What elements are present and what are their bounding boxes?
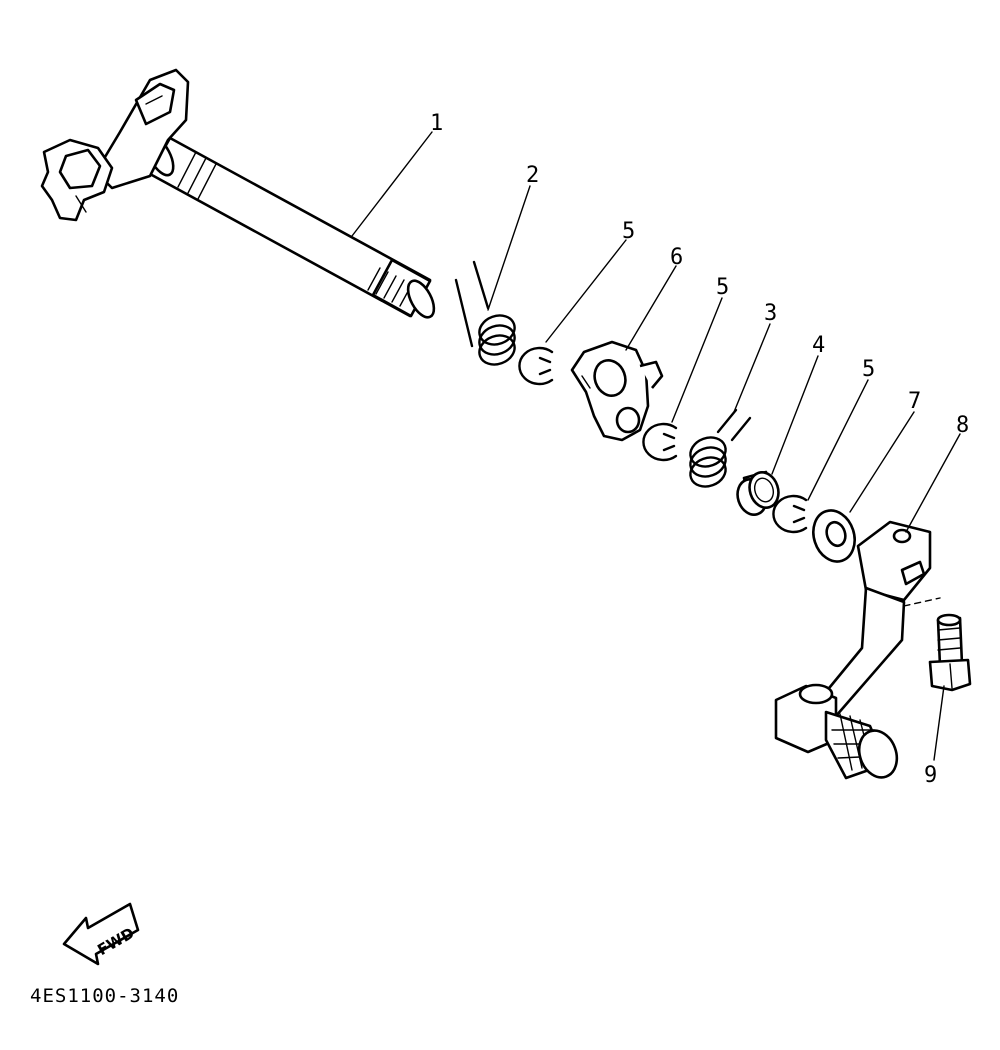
leader-lines <box>351 131 961 761</box>
shift-pedal <box>774 520 941 780</box>
callout-5a: 5 <box>622 219 635 244</box>
washer <box>812 509 856 563</box>
callout-2: 2 <box>526 163 539 188</box>
drawing-code: 4ES1100-3140 <box>30 985 179 1007</box>
forward-arrow-icon: FWD <box>62 902 140 966</box>
circlip-5b <box>642 422 678 462</box>
callout-3: 3 <box>764 301 777 326</box>
stopper-lever <box>570 340 664 442</box>
callout-9: 9 <box>924 763 937 788</box>
callout-8: 8 <box>956 413 969 438</box>
collar <box>736 470 780 516</box>
spring-2 <box>454 260 516 366</box>
spring-3 <box>689 408 752 488</box>
callout-7: 7 <box>908 389 921 414</box>
callout-labels: 1 2 5 6 5 3 4 5 7 8 9 <box>430 111 969 788</box>
callout-6: 6 <box>670 245 683 270</box>
callout-5b: 5 <box>716 275 729 300</box>
callout-5c: 5 <box>862 357 875 382</box>
circlip-5c <box>772 494 808 534</box>
pinch-bolt <box>928 613 972 692</box>
shift-shaft <box>40 68 436 319</box>
callout-4: 4 <box>812 333 825 358</box>
circlip-5a <box>518 346 554 386</box>
callout-1: 1 <box>430 111 443 136</box>
